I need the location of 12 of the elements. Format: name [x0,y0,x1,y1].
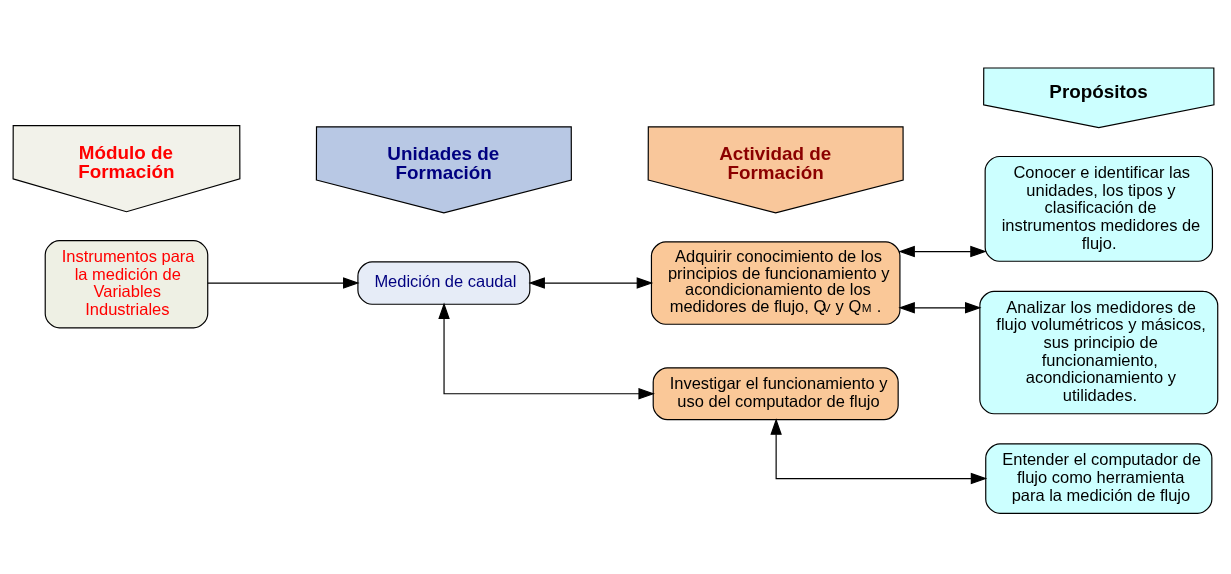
arrow [207,276,360,289]
arrow [438,302,655,400]
node-box: Instrumentos para la medición de Variables Industriales [44,239,209,328]
arrow [528,276,654,289]
node-box: Medición de caudal [357,260,531,305]
node-box: Analizar los medidores de flujo volumétricos y másicos, sus principio de funcionamiento, acondicionamiento y utilidades. [979,290,1219,414]
arrow [770,417,988,484]
node-box: Investigar el funcionamiento y uso del computador de flujo [652,366,899,420]
node-box: Conocer e identificar las unidades, los tipos y clasificación de instrumentos medidores de flujo. [984,155,1214,262]
arrow [898,301,982,314]
arrow [898,245,987,257]
node-box: Entender el computador de flujo como herramienta para la medición de flujo [985,442,1213,514]
